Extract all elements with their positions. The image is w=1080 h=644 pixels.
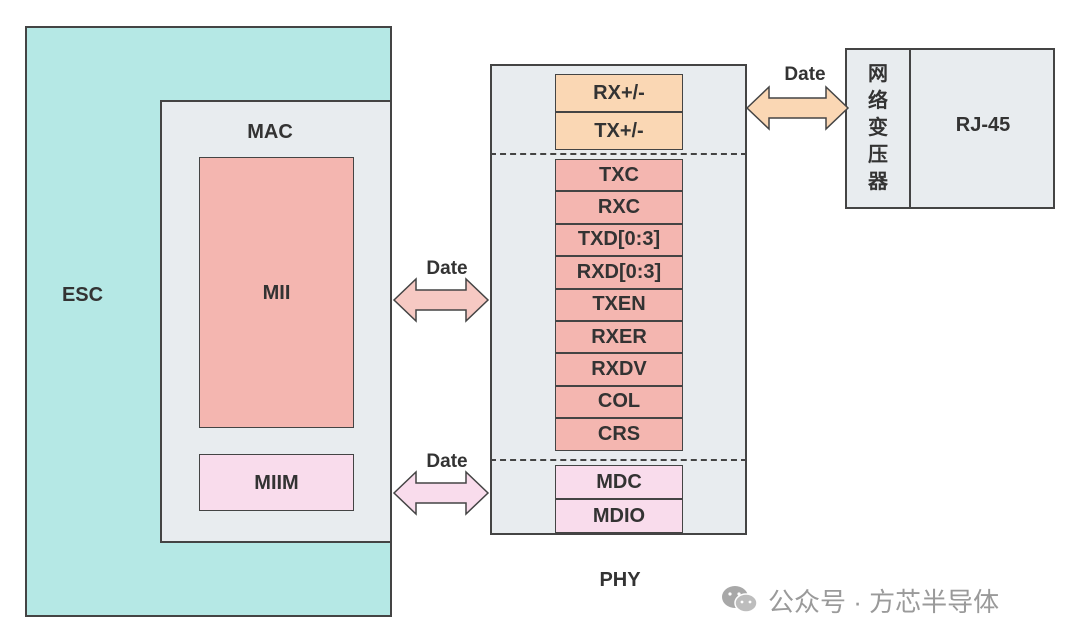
date-arrow-bottom xyxy=(392,470,490,516)
transformer-char: 网 xyxy=(868,63,888,85)
date-label-bottom: Date xyxy=(426,451,468,472)
transformer-char: 变 xyxy=(868,117,888,139)
signal-tx: TX+/- xyxy=(555,112,683,150)
signal-rxd-0-3: RXD[0:3] xyxy=(555,256,683,289)
date-label-mid: Date xyxy=(426,258,468,279)
transformer-char: 器 xyxy=(868,171,888,193)
watermark: 公众号 · 方芯半导体 xyxy=(720,582,999,618)
miim-label: MIIM xyxy=(254,471,299,494)
mii-block xyxy=(199,157,354,428)
signal-mdc: MDC xyxy=(555,465,683,499)
transformer-label: 网络变压器 xyxy=(847,50,909,207)
phy-divider-top xyxy=(490,153,747,155)
signal-rx: RX+/- xyxy=(555,74,683,112)
wechat-icon xyxy=(722,586,758,613)
miim-block xyxy=(199,454,354,511)
phy-divider-bottom xyxy=(490,459,747,461)
signal-txen: TXEN xyxy=(555,288,683,321)
transformer-divider xyxy=(909,48,911,209)
rj45-label: RJ-45 xyxy=(955,113,1011,136)
transformer-char: 压 xyxy=(868,144,888,166)
signal-crs: CRS xyxy=(555,418,683,451)
signal-txc: TXC xyxy=(555,159,683,192)
watermark-text: 公众号 · 方芯半导体 xyxy=(768,586,1000,617)
signal-mdio: MDIO xyxy=(555,499,683,533)
signal-rxer: RXER xyxy=(555,321,683,354)
mac-label: MAC xyxy=(247,120,293,143)
transformer-char: 络 xyxy=(868,90,888,112)
date-arrow-mid xyxy=(392,277,490,323)
date-label-top: Date xyxy=(784,64,826,85)
rj45-outer-block xyxy=(845,48,1055,209)
signal-txd-0-3: TXD[0:3] xyxy=(555,223,683,257)
esc-label: ESC xyxy=(61,283,104,306)
date-arrow-top xyxy=(745,85,850,131)
signal-rxdv: RXDV xyxy=(555,353,683,386)
signal-rxc: RXC xyxy=(555,191,683,224)
mii-label: MII xyxy=(262,281,291,304)
signal-col: COL xyxy=(555,385,683,419)
phy-label: PHY xyxy=(599,568,641,591)
